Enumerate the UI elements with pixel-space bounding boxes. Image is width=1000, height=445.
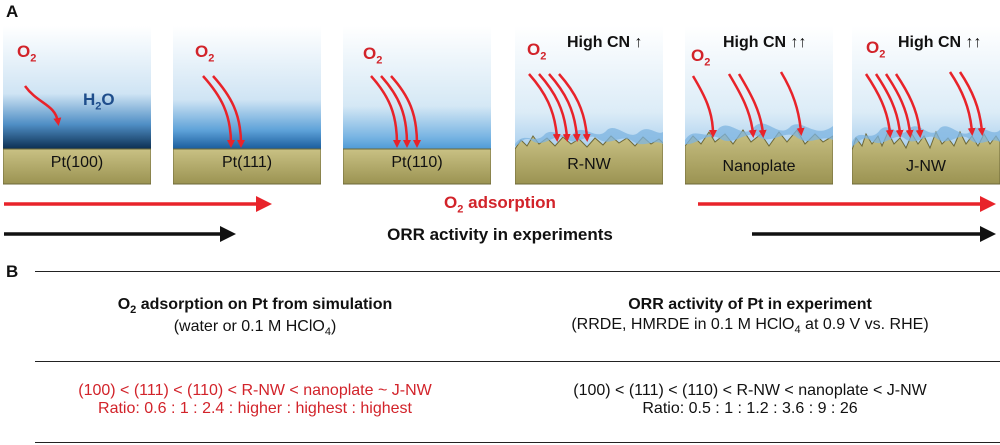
o2-label: O2 [691, 46, 711, 69]
experiment-header: ORR activity of Pt in experiment (RRDE, … [571, 296, 929, 337]
high-cn-label: High CN ↑↑ [723, 34, 807, 51]
slab-cell-pt100: O2 H2O Pt(100) [3, 26, 151, 186]
panel-b-label: B [6, 262, 19, 281]
top-rule [35, 271, 1000, 272]
adsorption-label: O2 adsorption [444, 193, 556, 216]
slab-cell-nanoplate: O2 High CN ↑↑ Nanoplate [685, 26, 833, 186]
pt100-illustration [3, 26, 151, 185]
middle-rule [35, 361, 1000, 362]
slab-cell-pt110: O2 Pt(110) [343, 26, 491, 186]
high-cn-label: High CN ↑↑ [898, 34, 982, 51]
o2-label: O2 [195, 42, 215, 65]
slab-label: J-NW [906, 158, 946, 175]
pt110-illustration [343, 26, 491, 185]
slab-cell-pt111: O2 Pt(111) [173, 26, 321, 186]
slab-label: Pt(110) [391, 154, 443, 171]
pt111-illustration [173, 26, 321, 185]
o2-label: O2 [363, 44, 383, 67]
slab-cell-r-nw: O2 High CN ↑ R-NW [515, 26, 663, 186]
arrow-head-icon [980, 226, 996, 242]
experiment-result: (100) < (111) < (110) < R-NW < nanoplate… [573, 382, 927, 417]
slab-cell-j-nw: O2 High CN ↑↑ J-NW [852, 26, 1000, 186]
r-nw-illustration [515, 26, 663, 185]
activity-label: ORR activity in experiments [387, 225, 613, 244]
panel-a-label: A [6, 2, 19, 21]
simulation-result: (100) < (111) < (110) < R-NW < nanoplate… [78, 382, 432, 417]
slab-label: Nanoplate [722, 158, 796, 175]
trend-arrows [4, 196, 996, 242]
slab-label: R-NW [567, 156, 611, 173]
slab-label: Pt(100) [50, 154, 104, 171]
simulation-header: O2 adsorption on Pt from simulation (wat… [117, 296, 393, 339]
slab-label: Pt(111) [221, 154, 273, 171]
arrow-head-icon [220, 226, 236, 242]
o2-label: O2 [866, 38, 886, 61]
high-cn-label: High CN ↑ [567, 34, 643, 51]
nanoplate-illustration [685, 26, 833, 185]
o2-label: O2 [527, 40, 547, 63]
h2o-label: H2O [83, 90, 115, 113]
o2-label: O2 [17, 42, 37, 65]
bottom-rule [35, 442, 1000, 443]
j-nw-illustration [852, 26, 1000, 185]
arrow-head-icon [980, 196, 996, 212]
arrow-head-icon [256, 196, 272, 212]
